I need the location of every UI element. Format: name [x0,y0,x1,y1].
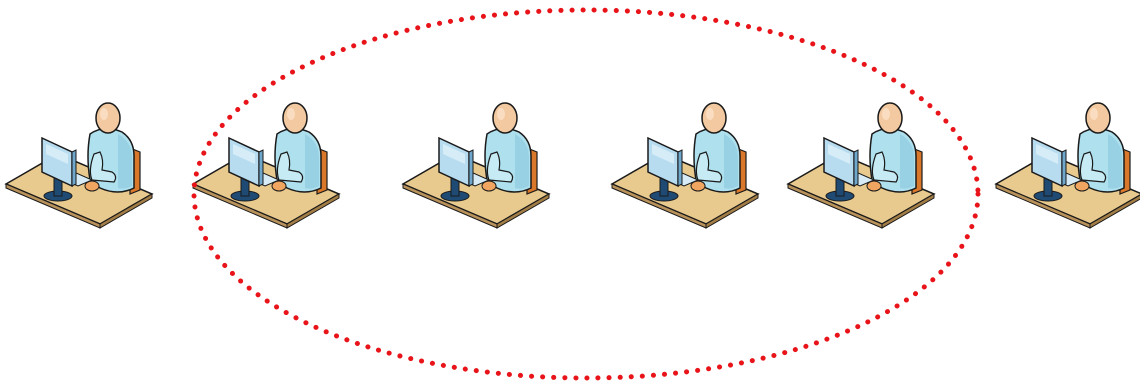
monitor-side [677,149,683,187]
desk-side [1089,194,1140,229]
person-arm [486,151,514,183]
monitor-glare [443,144,465,164]
user-at-computer-icon [994,102,1140,229]
monitor-glare [828,144,850,164]
person-head [282,102,308,134]
person-arm [695,151,723,183]
desk-side [286,193,340,229]
person-head [95,102,121,134]
person-head [492,102,518,134]
user-at-computer-icon [786,102,936,229]
person-arm [871,151,899,183]
shirt-shade [118,134,132,189]
person-hand [1074,180,1090,192]
monitor-side [258,149,264,187]
group-boundary-ellipse [191,7,981,381]
monitor-side [468,149,474,187]
monitor-side [71,149,77,187]
monitor-side [853,149,859,187]
user-at-computer-icon [401,102,551,229]
shirt-shade [305,134,319,189]
desk-side [496,193,550,229]
desk-side [705,193,759,229]
monitor-side [1061,149,1067,187]
monitor-glare [46,144,68,164]
desk-side [99,193,153,229]
user-at-computer-icon [4,102,154,229]
group-outline-layer [191,7,981,381]
person-head [877,102,903,134]
person-arm [89,151,117,183]
person-arm [1079,151,1107,183]
head-highlight [287,108,295,120]
user-at-computer-icon [610,102,760,229]
shirt-shade [900,134,914,189]
shirt-shade [515,134,529,189]
person-head [1085,102,1111,134]
workstations-layer [4,102,1140,229]
monitor-glare [1036,144,1058,164]
person-hand [690,180,706,192]
monitor-glare [652,144,674,164]
shirt-shade [1108,134,1122,189]
person-arm [276,151,304,183]
person-hand [84,180,100,192]
shirt-shade [724,134,738,189]
person-hand [271,180,287,192]
head-highlight [497,108,505,120]
head-highlight [882,108,890,120]
head-highlight [100,108,108,120]
head-highlight [1090,108,1098,120]
monitor-glare [233,144,255,164]
person-hand [481,180,497,192]
person-head [701,102,727,134]
desk-side [881,193,935,229]
person-hand [866,180,882,192]
user-at-computer-icon [191,102,341,229]
head-highlight [706,108,714,120]
